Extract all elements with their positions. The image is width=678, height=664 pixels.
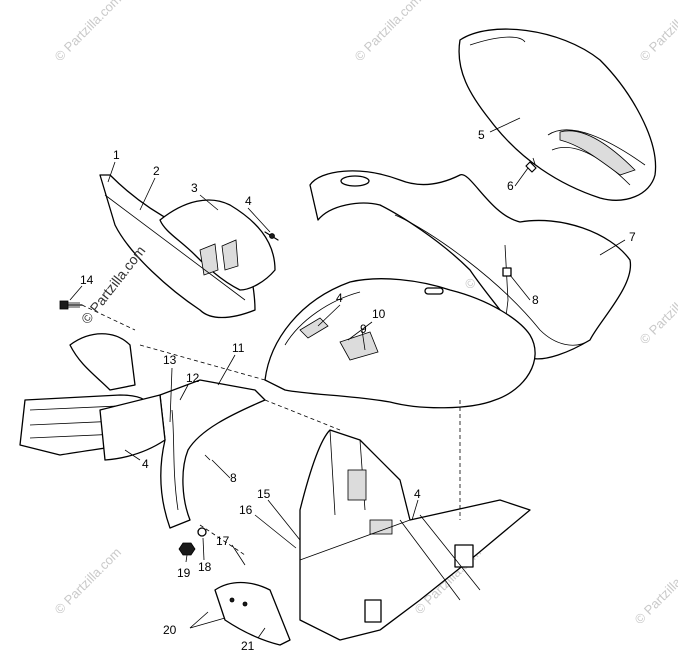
callout-15: 15 xyxy=(257,487,271,501)
callout-16: 16 xyxy=(239,503,253,517)
callout-6: 6 xyxy=(507,179,514,193)
callout-4: 4 xyxy=(414,487,421,501)
callout-1: 1 xyxy=(113,148,120,162)
callout-3: 3 xyxy=(191,181,198,195)
callout-9: 9 xyxy=(360,322,367,336)
callout-labels: 1 2 3 4 5 6 7 8 14 4 10 9 11 13 12 4 8 1… xyxy=(80,128,636,653)
callout-12: 12 xyxy=(186,371,200,385)
assembly-leader-lines xyxy=(81,304,341,556)
part-18-19-nuts xyxy=(178,527,207,556)
callout-20: 20 xyxy=(163,623,177,637)
watermark-tile: © Partzilla.com xyxy=(637,275,678,348)
part-21-guard xyxy=(214,581,291,646)
part-4-bolts xyxy=(264,231,279,241)
callout-21: 21 xyxy=(241,639,255,653)
callout-2: 2 xyxy=(153,164,160,178)
part-frame xyxy=(299,400,531,641)
callout-8: 8 xyxy=(532,293,539,307)
part-7-front-cover xyxy=(309,170,632,360)
callout-14: 14 xyxy=(80,273,94,287)
callout-13: 13 xyxy=(163,353,177,367)
callout-19: 19 xyxy=(177,566,191,580)
part-14-bolt xyxy=(59,300,83,310)
callout-11: 11 xyxy=(232,341,245,355)
part-5-seat-cover xyxy=(458,28,657,201)
callout-10: 10 xyxy=(372,307,386,321)
part-1-2-3-side-panels xyxy=(99,174,276,319)
part-fender-body xyxy=(264,278,536,409)
watermark-tile: © Partzilla.com xyxy=(52,545,125,618)
callout-5: 5 xyxy=(478,128,485,142)
callout-4: 4 xyxy=(142,457,149,471)
callout-18: 18 xyxy=(198,560,212,574)
watermark-tile: © Partzilla.com xyxy=(632,555,678,628)
watermark-tile: © Partzilla.com xyxy=(52,0,125,64)
callout-8: 8 xyxy=(230,471,237,485)
callout-leaders xyxy=(69,117,626,639)
watermark-tile: © Partzilla.com xyxy=(637,0,678,64)
part-6-fastener xyxy=(525,157,537,173)
watermark-tile: © Partzilla.com xyxy=(352,0,425,64)
callout-4: 4 xyxy=(245,194,252,208)
callout-7: 7 xyxy=(629,230,636,244)
callout-17: 17 xyxy=(216,534,230,548)
callout-4: 4 xyxy=(336,291,343,305)
part-11-13-fender-flare xyxy=(99,379,266,529)
